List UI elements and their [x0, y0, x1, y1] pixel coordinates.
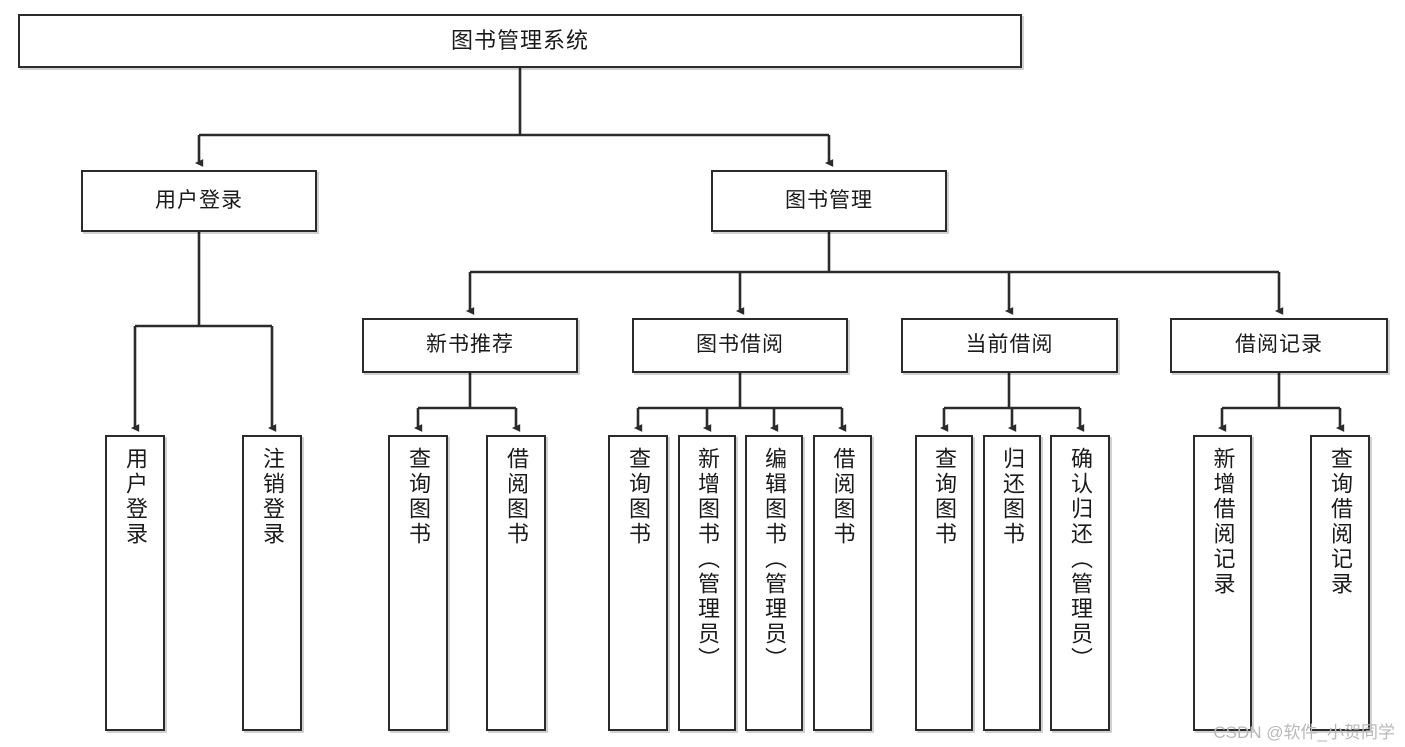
node-user-login-label: 用户登录 [155, 188, 243, 212]
node-leaf-logout-label: 注销登录 [259, 447, 285, 547]
node-book-borrow[interactable]: 图书借阅 [632, 318, 848, 373]
node-borrow-record-label: 借阅记录 [1235, 333, 1323, 357]
node-user-login[interactable]: 用户登录 [81, 170, 317, 232]
node-leaf-return-book[interactable]: 归还图书 [983, 435, 1041, 731]
node-leaf-borrow-book-2-label: 借阅图书 [830, 447, 856, 547]
node-root[interactable]: 图书管理系统 [18, 14, 1022, 68]
node-leaf-add-book[interactable]: 新增图书（管理员） [678, 435, 736, 731]
node-current-borrow[interactable]: 当前借阅 [901, 318, 1118, 373]
node-book-manage-label: 图书管理 [785, 188, 873, 212]
node-leaf-user-login[interactable]: 用户登录 [105, 435, 165, 731]
node-leaf-query-record-label: 查询借阅记录 [1327, 447, 1353, 597]
node-leaf-query-record[interactable]: 查询借阅记录 [1310, 435, 1370, 731]
node-leaf-query-book-1-label: 查询图书 [405, 447, 431, 547]
node-borrow-record[interactable]: 借阅记录 [1170, 318, 1388, 373]
node-book-borrow-label: 图书借阅 [696, 333, 784, 357]
node-leaf-query-book-2[interactable]: 查询图书 [608, 435, 668, 731]
node-leaf-confirm-return-label: 确认归还（管理员） [1067, 447, 1093, 672]
node-leaf-user-login-label: 用户登录 [122, 447, 148, 547]
node-root-label: 图书管理系统 [450, 28, 589, 54]
node-new-book-rec-label: 新书推荐 [426, 333, 514, 357]
node-leaf-borrow-book-1-label: 借阅图书 [503, 447, 529, 547]
node-leaf-query-book-2-label: 查询图书 [625, 447, 651, 547]
node-leaf-add-book-label: 新增图书（管理员） [694, 447, 720, 672]
node-leaf-confirm-return[interactable]: 确认归还（管理员） [1050, 435, 1110, 731]
node-leaf-query-book-1[interactable]: 查询图书 [388, 435, 448, 731]
node-leaf-add-record-label: 新增借阅记录 [1210, 447, 1236, 597]
node-leaf-logout[interactable]: 注销登录 [242, 435, 302, 731]
node-leaf-edit-book[interactable]: 编辑图书（管理员） [745, 435, 803, 731]
node-leaf-query-book-3-label: 查询图书 [931, 447, 957, 547]
node-leaf-borrow-book-2[interactable]: 借阅图书 [813, 435, 872, 731]
node-new-book-rec[interactable]: 新书推荐 [362, 318, 578, 373]
node-leaf-return-book-label: 归还图书 [999, 447, 1025, 547]
node-leaf-borrow-book-1[interactable]: 借阅图书 [486, 435, 546, 731]
node-current-borrow-label: 当前借阅 [965, 333, 1054, 357]
node-leaf-edit-book-label: 编辑图书（管理员） [761, 447, 787, 672]
node-leaf-add-record[interactable]: 新增借阅记录 [1193, 435, 1252, 731]
node-leaf-query-book-3[interactable]: 查询图书 [915, 435, 973, 731]
node-book-manage[interactable]: 图书管理 [711, 170, 947, 232]
